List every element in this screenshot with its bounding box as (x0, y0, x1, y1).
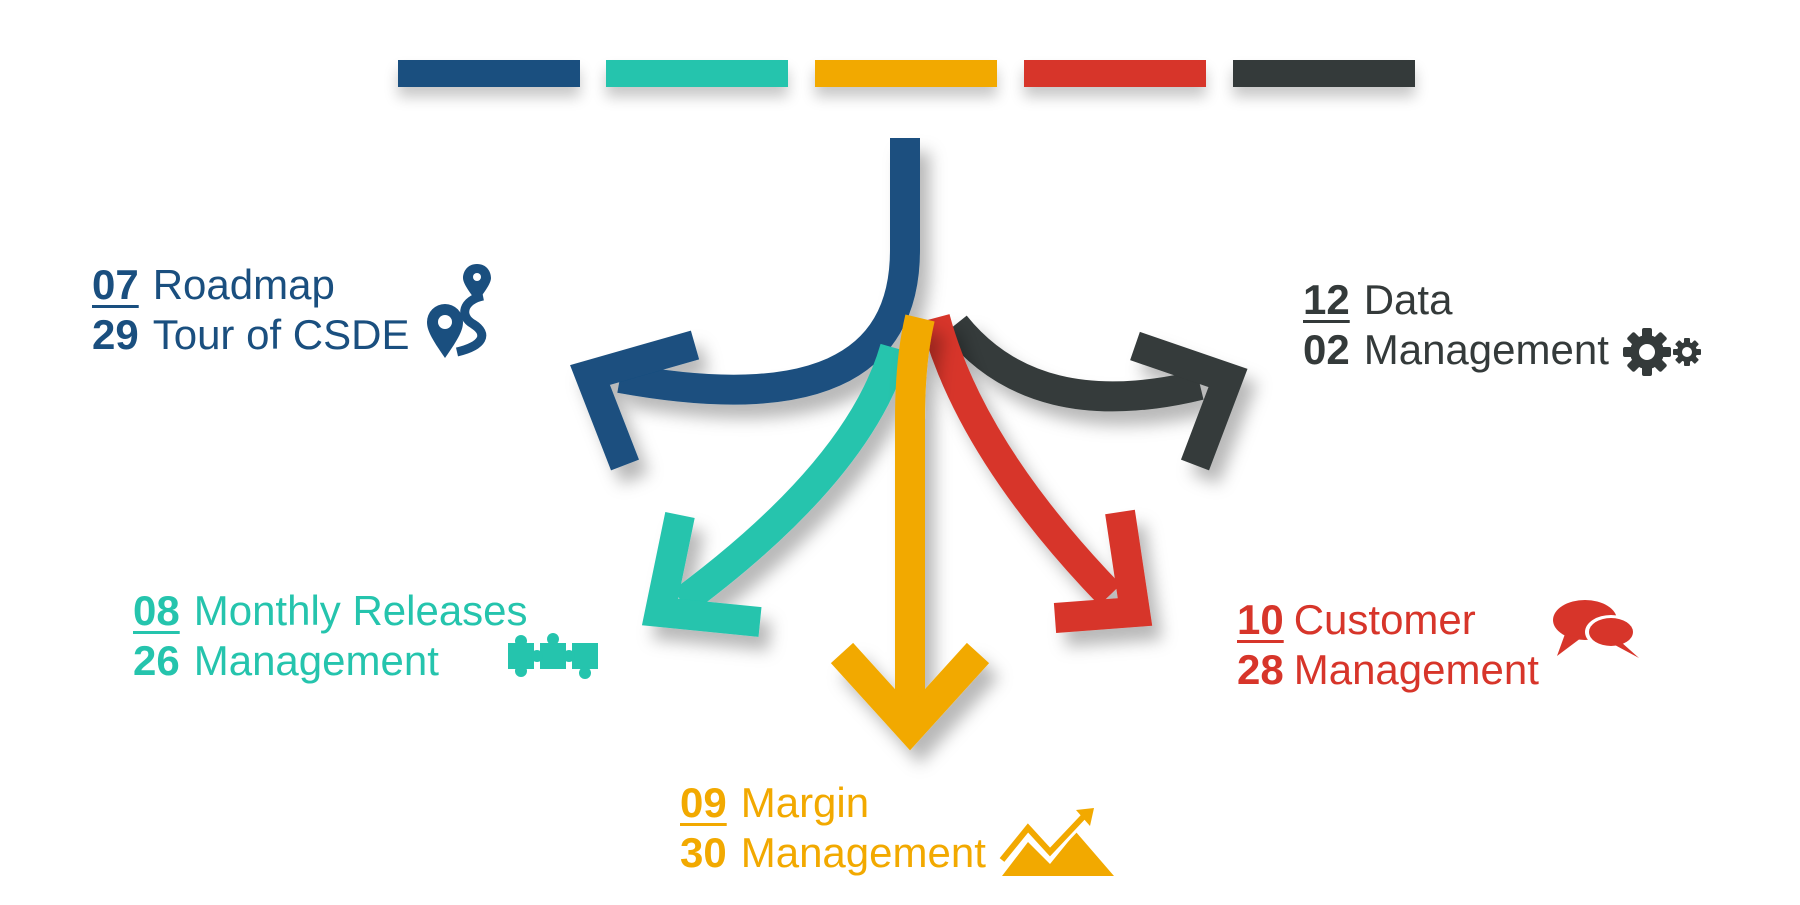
topic-label-line2: Management (1293, 645, 1539, 693)
top-bar-teal (606, 60, 788, 87)
topic-number-bottom: 02 (1303, 326, 1350, 373)
topic-number-top: 07 (92, 261, 139, 309)
chat-bubbles-icon (1552, 599, 1639, 658)
topic-label-line1: Roadmap (152, 261, 335, 309)
arrow-releases (641, 343, 910, 637)
topic-releases: 08 26 Monthly Releases Management (133, 585, 604, 687)
topic-label-line1: Data (1363, 276, 1453, 324)
topic-roadmap: 07 29 Roadmap Tour of CSDE (92, 260, 495, 360)
topic-number-bottom: 28 (1237, 645, 1284, 693)
topic-label-line2: Management (1363, 326, 1609, 373)
arrow-roadmap (570, 138, 920, 471)
topic-label-line2: Management (193, 637, 439, 684)
topic-customer: 10 28 Customer Management (1237, 595, 1643, 694)
topic-label-line1: Margin (740, 779, 870, 827)
topic-number-top: 08 (133, 587, 180, 635)
arrow-margin (830, 314, 990, 751)
topic-label-line1: Monthly Releases (193, 587, 528, 635)
topic-label-line2: Tour of CSDE (152, 311, 410, 358)
topic-data: 12 02 Data Management (1303, 270, 1705, 380)
topic-label-line2: Management (740, 829, 986, 876)
route-pin-icon (427, 264, 492, 358)
arrow-customer (920, 314, 1153, 633)
puzzle-icon (507, 633, 598, 679)
arrow-data (943, 315, 1248, 471)
topic-number-top: 12 (1303, 276, 1350, 324)
topic-number-top: 10 (1237, 596, 1284, 643)
topic-number-top: 09 (680, 779, 727, 827)
topic-label-line1: Customer (1293, 596, 1476, 643)
gears-icon (1622, 328, 1701, 376)
trend-chart-icon (997, 808, 1114, 876)
top-bar-navy (398, 60, 580, 87)
topic-margin: 09 30 Margin Management (680, 778, 1118, 878)
top-bar-amber (815, 60, 997, 87)
top-bar-red (1024, 60, 1206, 87)
top-bar-charcoal (1233, 60, 1415, 87)
topic-number-bottom: 26 (133, 637, 180, 684)
topic-number-bottom: 30 (680, 829, 727, 876)
topic-number-bottom: 29 (92, 311, 139, 358)
